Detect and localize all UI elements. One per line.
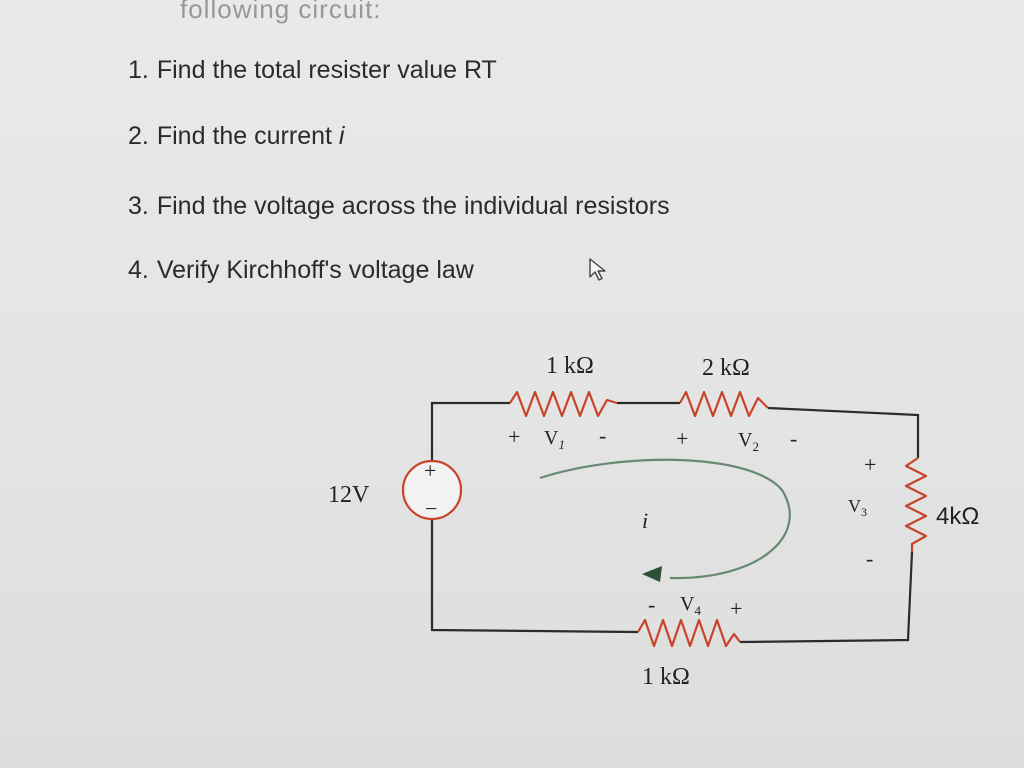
resistor-r4-label: 1 kΩ	[642, 664, 690, 690]
resistor-r2-zigzag	[679, 390, 769, 418]
loop-arrow-path	[539, 458, 791, 580]
resistor-r4: 1 kΩ	[637, 618, 741, 690]
v2-label: V2	[738, 429, 759, 454]
v1-polarity: + V1 -	[508, 423, 606, 452]
question-4-number: 4.	[128, 256, 149, 284]
question-2: 2.Find the current i	[128, 122, 344, 151]
wire-bottom-left	[430, 518, 639, 634]
v4-subscript: 4	[694, 603, 701, 618]
v3-label: V3	[848, 496, 867, 519]
loop-arrowhead-icon	[642, 566, 662, 582]
resistor-r1: 1 kΩ	[509, 353, 618, 418]
v2-minus: -	[790, 426, 797, 451]
mouse-pointer-icon	[589, 258, 606, 281]
header-partial: following circuit:	[180, 0, 382, 24]
resistor-r1-label: 1 kΩ	[546, 353, 594, 379]
question-2-italic: i	[338, 122, 345, 150]
circuit-diagram: + − 12V 1 kΩ 2 kΩ 4kΩ 1 kΩ + V1 -	[328, 353, 979, 690]
resistor-r2: 2 kΩ	[679, 355, 769, 418]
v3-letter: V	[848, 496, 861, 516]
v1-minus: -	[599, 423, 606, 448]
question-4-text: Verify Kirchhoff's voltage law	[156, 256, 474, 284]
loop-current: i	[539, 458, 791, 582]
question-3-text: Find the voltage across the individual r…	[156, 192, 670, 220]
v2-plus: +	[676, 426, 688, 451]
resistor-r1-zigzag	[509, 390, 618, 418]
v4-label: V4	[680, 593, 701, 618]
question-4: 4.Verify Kirchhoff's voltage law	[128, 256, 474, 285]
v1-plus: +	[508, 424, 520, 449]
wire-top-right	[767, 406, 920, 458]
v3-polarity: + V3 -	[848, 452, 876, 571]
resistor-r2-label: 2 kΩ	[702, 355, 750, 381]
source-minus: −	[425, 496, 437, 521]
v1-letter: V	[544, 427, 559, 449]
v1-subscript: 1	[558, 437, 565, 452]
question-1-text: Find the total resister value RT	[156, 56, 497, 84]
v4-minus: -	[648, 592, 655, 617]
wires	[430, 401, 920, 644]
question-1-number: 1.	[128, 56, 149, 84]
source-label: 12V	[328, 482, 370, 508]
v3-plus: +	[864, 452, 876, 477]
resistor-r3-zigzag	[904, 457, 928, 552]
current-label: i	[642, 508, 648, 533]
question-1: 1.Find the total resister value RT	[128, 56, 497, 85]
v2-letter: V	[738, 429, 753, 451]
resistor-r3-label: 4kΩ	[936, 503, 979, 530]
question-2-number: 2.	[128, 122, 149, 150]
resistor-r4-zigzag	[637, 618, 741, 648]
question-3: 3.Find the voltage across the individual…	[128, 192, 670, 221]
v3-minus: -	[866, 546, 873, 571]
v1-label: V1	[544, 427, 565, 452]
wire-top-left	[430, 401, 510, 460]
wire-right-bottom	[739, 551, 914, 644]
source-plus: +	[424, 458, 436, 483]
v4-plus: +	[730, 596, 742, 621]
v2-polarity: + V2 -	[676, 426, 797, 454]
v2-subscript: 2	[752, 439, 759, 454]
v4-letter: V	[680, 593, 695, 615]
voltage-source-circle	[401, 459, 463, 521]
question-2-text: Find the current	[156, 122, 339, 150]
voltage-source: + − 12V	[328, 458, 463, 521]
question-3-number: 3.	[128, 192, 149, 220]
resistor-r3: 4kΩ	[904, 457, 979, 552]
v3-subscript: 3	[861, 505, 867, 519]
v4-polarity: - V4 +	[648, 592, 742, 621]
